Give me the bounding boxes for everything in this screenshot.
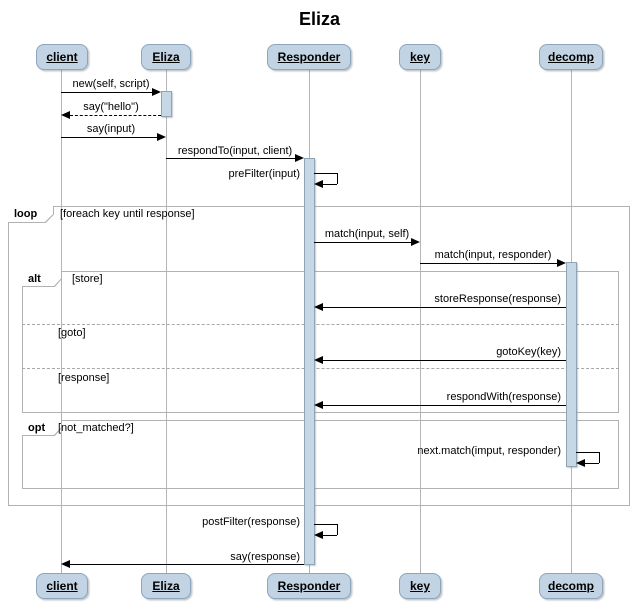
self-message-line <box>337 524 338 535</box>
participant-name: client <box>46 50 78 64</box>
participant-key-bottom: key <box>399 573 441 599</box>
loop-guard: [foreach key until response] <box>60 208 195 220</box>
loop-frame-label: loop <box>8 206 54 223</box>
message-label: respondWith(response) <box>446 391 561 403</box>
message-line <box>420 263 557 264</box>
lifeline-client <box>61 70 62 573</box>
arrowhead-right <box>557 259 566 267</box>
participant-responder-top: Responder <box>267 44 351 70</box>
alt-divider <box>22 324 619 325</box>
participant-name: Responder <box>277 50 341 64</box>
participant-client-top: client <box>36 44 88 70</box>
arrowhead-left <box>314 180 323 188</box>
message-label: say("hello") <box>83 101 139 113</box>
self-message-line <box>323 184 337 185</box>
diagram-title: Eliza <box>298 9 341 29</box>
participant-name: Eliza <box>152 50 180 64</box>
alt-frame <box>22 271 619 413</box>
message-label: match(input, responder) <box>434 249 552 261</box>
participant-decomp-top: decomp <box>539 44 603 70</box>
participant-responder-bottom: Responder <box>267 573 351 599</box>
arrowhead-right <box>152 88 161 96</box>
message-line <box>61 92 152 93</box>
participant-eliza-bottom: Eliza <box>141 573 191 599</box>
message-label: postFilter(response) <box>202 516 300 528</box>
participant-name: Responder <box>277 579 341 593</box>
self-message-line <box>323 535 337 536</box>
message-label: match(input, self) <box>324 228 410 240</box>
alt-guard-store: [store] <box>72 273 103 285</box>
self-message-line <box>337 173 338 184</box>
alt-divider <box>22 368 619 369</box>
alt-guard-goto: [goto] <box>58 327 86 339</box>
alt-frame-label: alt <box>22 271 62 287</box>
participant-name: key <box>409 579 431 593</box>
participant-name: decomp <box>547 50 594 64</box>
opt-guard: [not_matched?] <box>58 422 134 434</box>
self-message-line <box>599 452 600 463</box>
participant-decomp-bottom: decomp <box>539 573 603 599</box>
self-message-line <box>576 452 599 453</box>
message-line <box>70 564 304 565</box>
self-message-line <box>314 524 337 525</box>
participant-name: key <box>409 50 431 64</box>
lifeline-eliza <box>166 70 167 573</box>
message-line <box>323 360 566 361</box>
participant-name: decomp <box>547 579 594 593</box>
arrowhead-right <box>157 133 166 141</box>
lifeline-key <box>420 70 421 573</box>
message-label: preFilter(input) <box>228 168 300 180</box>
message-label: new(self, script) <box>72 78 150 90</box>
activation-eliza <box>161 91 172 117</box>
arrowhead-left <box>61 560 70 568</box>
alt-frame-label-text: alt <box>28 272 41 285</box>
participant-key-top: key <box>399 44 441 70</box>
arrowhead-left <box>314 303 323 311</box>
message-line <box>323 307 566 308</box>
participant-name: Eliza <box>152 579 180 593</box>
arrowhead-right <box>295 154 304 162</box>
message-label: next.match(imput, responder) <box>417 445 561 457</box>
alt-guard-response: [response] <box>58 372 110 384</box>
self-message-line <box>314 173 337 174</box>
arrowhead-left <box>314 401 323 409</box>
participant-name: client <box>46 579 78 593</box>
loop-frame <box>8 206 630 506</box>
arrowhead-left <box>314 531 323 539</box>
opt-frame-label-text: opt <box>28 421 46 434</box>
message-line <box>61 137 157 138</box>
message-line-dashed <box>70 115 161 116</box>
message-label: respondTo(input, client) <box>177 145 293 157</box>
opt-frame-label: opt <box>22 420 62 436</box>
activation-decomp <box>566 262 577 467</box>
message-line <box>314 242 411 243</box>
arrowhead-right <box>411 238 420 246</box>
message-label: gotoKey(key) <box>496 346 561 358</box>
arrowhead-left <box>314 356 323 364</box>
participant-eliza-top: Eliza <box>141 44 191 70</box>
self-message-line <box>585 463 599 464</box>
loop-frame-label-text: loop <box>14 208 38 220</box>
message-label: storeResponse(response) <box>434 293 561 305</box>
opt-frame <box>22 420 619 489</box>
message-label: say(response) <box>230 551 300 563</box>
message-line <box>166 158 295 159</box>
participant-client-bottom: client <box>36 573 88 599</box>
message-label: say(input) <box>86 123 136 135</box>
arrowhead-left <box>61 111 70 119</box>
message-line <box>323 405 566 406</box>
arrowhead-left <box>576 459 585 467</box>
